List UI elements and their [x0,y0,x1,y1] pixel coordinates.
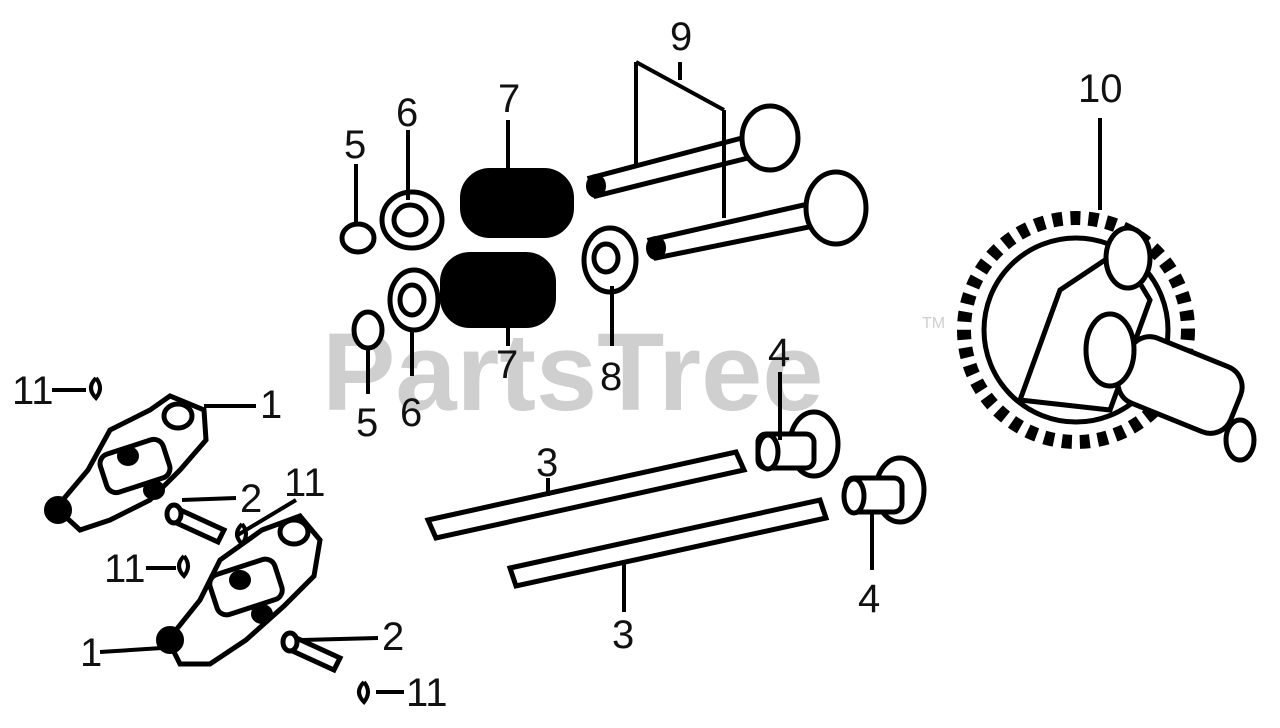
callout-10: 10 [1078,67,1123,111]
callout-1: 1 [260,383,282,427]
valve-keeper-lower[interactable] [351,309,385,351]
tappet-lower[interactable] [841,455,927,525]
camshaft-gear[interactable] [957,211,1257,463]
valve-rotator[interactable] [581,225,639,295]
callout-11: 11 [104,547,146,591]
callout-4: 4 [858,577,880,621]
clip-3[interactable] [177,554,190,579]
valve-keeper-upper[interactable] [339,221,377,255]
tappet-upper[interactable] [755,409,841,479]
callout-2: 2 [240,477,262,521]
valve-upper[interactable] [586,103,801,199]
callout-3: 3 [536,441,558,485]
spring-retainer-upper[interactable] [379,189,445,251]
valve-spring-lower[interactable] [440,252,556,328]
push-rod-lower[interactable] [506,497,830,589]
valve-lower[interactable] [646,169,869,261]
clip-4[interactable] [357,680,370,705]
callout-5: 5 [344,123,366,167]
callout-7: 7 [496,343,518,387]
callout-7: 7 [498,77,520,121]
rocker-pin-upper[interactable] [164,502,228,546]
clip-1[interactable] [89,376,102,401]
callout-4: 4 [768,331,790,375]
callout-5: 5 [356,401,378,445]
watermark-trademark: TM [922,315,945,332]
valve-spring-upper[interactable] [460,168,574,238]
callout-11: 11 [406,671,448,715]
callout-1: 1 [80,631,102,675]
rocker-arm-upper[interactable] [44,393,209,533]
rocker-pin-lower[interactable] [280,630,344,674]
watermark-text: PartsTree [322,311,823,434]
push-rod-upper[interactable] [424,449,748,541]
spring-retainer-lower[interactable] [387,267,441,333]
callout-11: 11 [12,369,54,413]
callout-8: 8 [600,355,622,399]
callout-6: 6 [400,391,422,435]
callout-3: 3 [612,613,634,657]
leader-lines [52,60,1102,694]
rocker-arm-lower[interactable] [156,513,323,667]
callout-2: 2 [382,615,404,659]
callout-6: 6 [396,91,418,135]
callout-9: 9 [670,15,692,59]
callout-11: 11 [284,461,326,505]
